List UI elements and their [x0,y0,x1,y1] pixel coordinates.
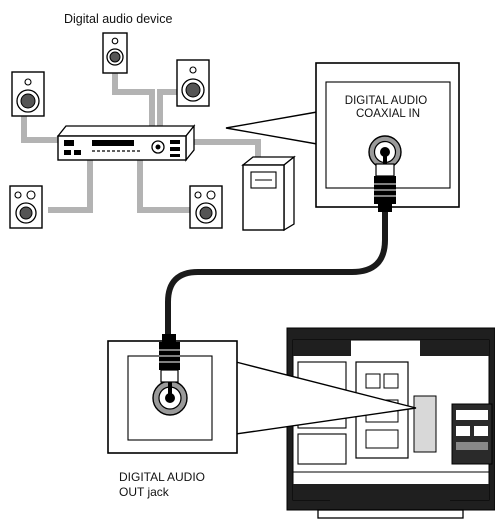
rca-plug-icon [374,148,396,212]
speaker-icon [102,32,128,74]
subwoofer-icon [241,155,296,232]
speaker-icon [189,185,223,229]
device-title: Digital audio device [64,12,172,26]
coaxial-in-label-line1: DIGITAL AUDIO [345,95,427,107]
av-receiver-icon [56,124,196,162]
speaker-icon [9,185,43,229]
coaxial-in-label-line2: COAXIAL IN [356,108,420,120]
speaker-icon [11,71,45,117]
coaxial-cable [165,206,388,338]
speaker-icon [176,59,210,107]
tv-rear-panel-icon [286,327,495,519]
out-jack-label-line1: DIGITAL AUDIO [119,470,205,484]
rca-plug-icon [159,334,180,398]
out-jack-label-line2: OUT jack [119,485,170,499]
